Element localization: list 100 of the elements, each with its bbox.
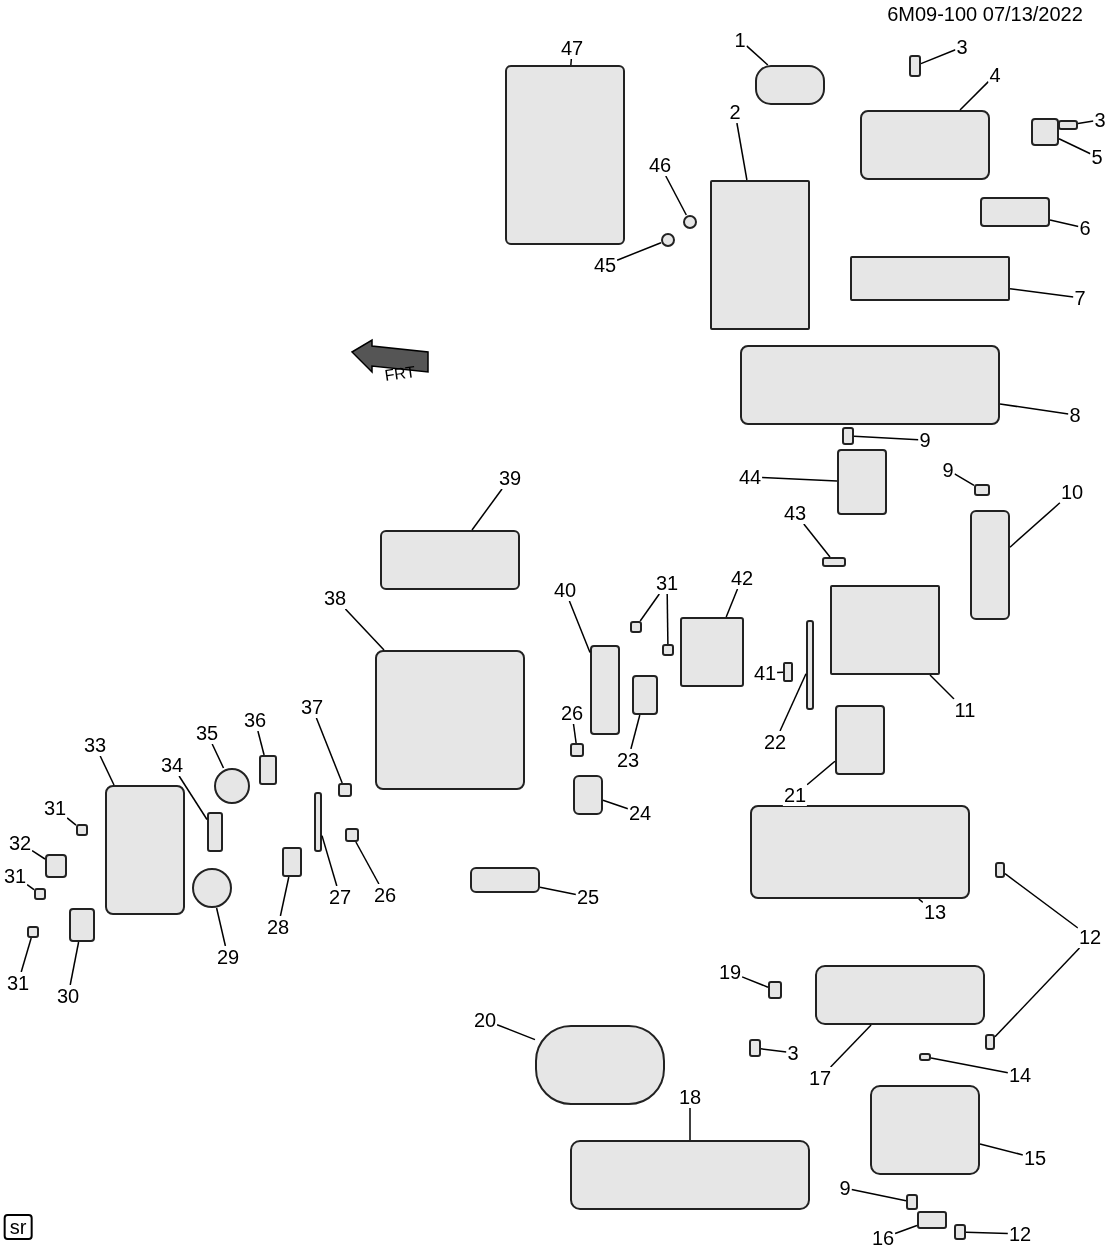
leader-line [215,907,227,947]
case-drawing [750,805,970,899]
leader-line [568,600,591,654]
bracket-drawing [590,645,620,735]
corner-tag: sr [3,1214,33,1240]
leader-line [570,58,573,66]
lever-drawing [259,755,277,785]
leader-line [1004,872,1079,929]
clip-drawing [345,828,359,842]
leader-line [959,80,990,111]
leader-line [257,730,265,756]
frame-drawing [680,617,744,687]
wiring-harness-drawing [570,1140,810,1210]
screw-drawing [76,824,88,836]
leader-line [66,817,77,826]
frame-drawing [505,65,625,245]
callout-number: 21 [782,784,808,806]
blower-motor-drawing [870,1085,980,1175]
leader-line [689,1107,691,1141]
leader-line [630,714,641,750]
leader-line [1049,219,1080,228]
bracket-drawing [835,705,885,775]
leader-line [315,717,343,784]
screw-drawing [842,427,854,445]
leader-line [1009,502,1061,548]
leader-line [725,588,739,618]
screw-drawing [27,926,39,938]
cover-drawing [380,530,520,590]
leader-line [178,775,208,821]
leader-line [779,673,807,732]
leader-line [994,947,1081,1038]
heater-core-drawing [830,585,940,675]
leader-line [920,48,957,65]
seal-drawing [573,775,603,815]
leader-line [539,886,577,896]
screw-drawing [662,644,674,656]
bracket-drawing [917,1211,947,1229]
screw-drawing [34,888,46,900]
screw-drawing [906,1194,918,1210]
leader-line [639,593,661,622]
leader-line [894,1224,918,1235]
seal-ring-drawing [683,215,697,229]
leader-line [602,799,629,810]
leader-line [979,1143,1024,1156]
gear-drawing [214,768,250,804]
leader-line [745,45,769,66]
clip-drawing [768,981,782,999]
gear-drawing [192,868,232,908]
screw-drawing [630,621,642,633]
clip-drawing [570,743,584,757]
screw-drawing [974,484,990,496]
cover-plate-drawing [105,785,185,915]
blower-housing-drawing [815,965,985,1025]
leader-line [496,1023,536,1041]
leader-line [321,834,338,887]
pin-drawing [822,557,846,567]
leader-line [850,1188,907,1202]
drawing-number: 6M09-100 07/13/2022 [887,3,1083,25]
leader-line [616,242,662,261]
actuator-drawing [45,854,67,878]
direction-label: FRT [383,361,417,387]
leader-line [953,473,975,487]
rod-drawing [314,792,322,852]
screw-drawing [985,1034,995,1050]
screw-drawing [749,1039,761,1057]
cover-drawing [535,1025,665,1105]
leader-line [344,608,385,651]
leader-line [965,1231,1009,1235]
leader-line [806,760,836,786]
case-drawing [740,345,1000,425]
leader-line [355,841,380,885]
gasket-drawing [755,65,825,105]
actuator-drawing [1031,118,1059,146]
nut-drawing [919,1053,931,1061]
module-drawing [375,650,525,790]
leader-line [761,476,838,482]
leader-line [572,723,577,744]
leader-line [853,435,920,441]
link-drawing [69,908,95,942]
seal-drawing [783,662,793,682]
leader-line [279,876,290,917]
leader-line [929,674,955,700]
leader-line [736,122,748,181]
callout-number: 12 [1077,926,1103,948]
screw-drawing [995,862,1005,878]
rod-drawing [806,620,814,710]
lever-drawing [207,812,223,852]
lever-drawing [282,847,302,877]
leader-line [999,403,1070,415]
clip-drawing [338,783,352,797]
leader-line [666,593,669,645]
leader-line [829,1024,872,1068]
leader-line [99,755,115,786]
leader-line [741,976,769,988]
leader-line [211,743,225,769]
leader-line [26,883,35,891]
filter-drawing [850,255,1010,301]
leader-line [471,488,503,531]
actuator-drawing [632,675,658,715]
leader-line [31,849,46,860]
